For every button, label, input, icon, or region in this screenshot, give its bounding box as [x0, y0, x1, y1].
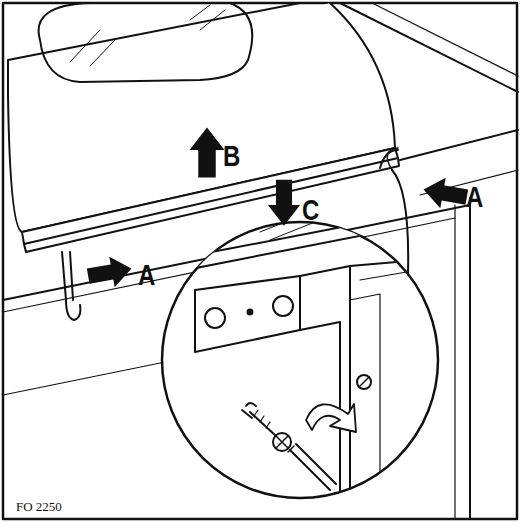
direction-letter: A [466, 182, 483, 212]
direction-letter: B [223, 141, 240, 171]
direction-letter: A [138, 260, 155, 290]
figure-code: FO 2250 [16, 500, 62, 513]
direction-letter: C [302, 195, 319, 225]
